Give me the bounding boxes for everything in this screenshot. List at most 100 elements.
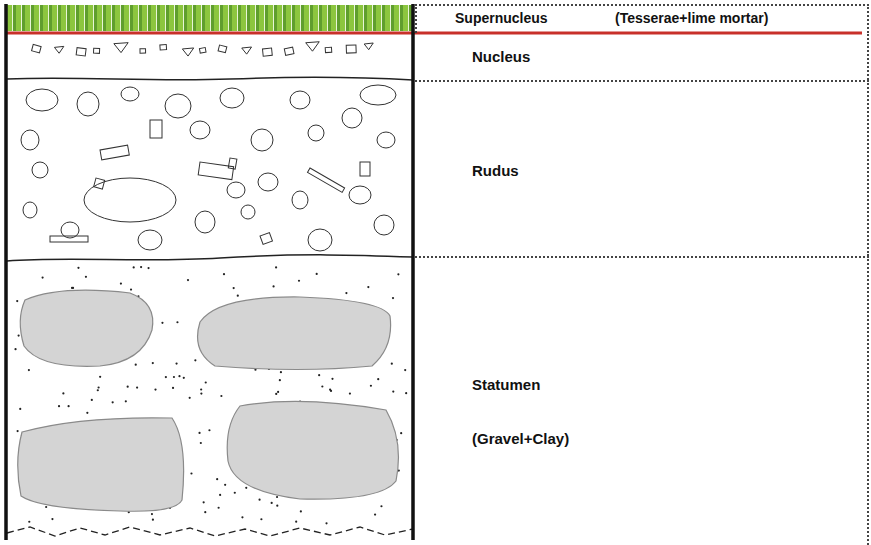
stone <box>292 191 308 209</box>
clay-dot <box>272 285 274 287</box>
fragment <box>182 48 193 56</box>
clay-dot <box>316 273 318 275</box>
clay-dot <box>152 362 154 364</box>
clay-dot <box>187 279 189 281</box>
clay-dot <box>298 280 300 282</box>
clay-dot <box>91 399 93 401</box>
section-wall <box>4 4 8 540</box>
clay-dot <box>233 287 235 289</box>
clay-dot <box>260 518 262 520</box>
stone <box>26 89 58 111</box>
clay-dot <box>14 348 16 350</box>
nucleus-fragments <box>32 42 374 56</box>
clay-dot <box>392 390 394 392</box>
clay-dot <box>173 376 175 378</box>
clay-dot <box>190 472 192 474</box>
clay-dot <box>17 430 19 432</box>
clay-dot <box>28 521 30 523</box>
clay-dot <box>258 499 260 501</box>
fragment <box>160 44 167 50</box>
stone <box>377 132 395 148</box>
clay-dot <box>194 359 196 361</box>
shard <box>228 158 237 169</box>
fragment <box>32 44 42 52</box>
stone <box>290 91 310 109</box>
clay-dot <box>135 364 137 366</box>
fragment <box>346 45 356 53</box>
stone <box>23 202 37 218</box>
clay-dot <box>295 521 297 523</box>
clay-dot <box>175 362 177 364</box>
layer-bottom <box>7 527 413 536</box>
clay-dot <box>154 389 156 391</box>
clay-dot <box>16 300 18 302</box>
clay-dot <box>321 385 323 387</box>
stone <box>241 205 255 219</box>
layer-band: Statumen(Gravel+Clay) <box>415 256 869 545</box>
clay-dot <box>99 376 101 378</box>
gravel-stone <box>198 297 391 370</box>
clay-dot <box>151 513 153 515</box>
shard <box>50 236 88 242</box>
stone <box>84 178 176 222</box>
clay-dot <box>397 273 399 275</box>
layer-material: (Tesserae+lime mortar) <box>615 10 768 27</box>
layer-boundary <box>7 255 413 261</box>
gravel-stone <box>227 401 398 499</box>
clay-dot <box>224 484 226 486</box>
layer-band: Nucleus <box>415 34 869 80</box>
fragment <box>242 47 252 54</box>
stone <box>138 230 162 250</box>
stone <box>190 121 210 139</box>
shard <box>308 168 345 192</box>
clay-dot <box>280 371 282 373</box>
clay-dot <box>176 321 178 323</box>
clay-dot <box>45 506 47 508</box>
clay-dot <box>172 387 174 389</box>
clay-dot <box>216 478 218 480</box>
clay-dot <box>28 369 30 371</box>
clay-dot <box>404 369 406 371</box>
clay-dot <box>241 516 243 518</box>
clay-dot <box>275 393 277 395</box>
clay-dot <box>165 376 167 378</box>
fragment <box>364 43 373 50</box>
gravel-stones <box>18 290 399 511</box>
clay-dot <box>127 386 129 388</box>
clay-dots <box>14 266 407 524</box>
clay-dot <box>276 505 278 507</box>
fragment <box>94 48 100 53</box>
clay-dot <box>200 442 202 444</box>
stone <box>360 85 396 105</box>
fragment <box>54 46 63 53</box>
shard <box>100 145 129 160</box>
clay-dot <box>405 392 407 394</box>
clay-dot <box>58 405 60 407</box>
clay-dot <box>325 522 327 524</box>
stone <box>258 173 278 191</box>
stone <box>308 229 332 251</box>
stone <box>77 92 99 116</box>
stone <box>32 162 48 178</box>
layer-band: Supernucleus (Tesserae+lime mortar) <box>415 4 869 33</box>
clay-dot <box>178 375 180 377</box>
shard <box>360 162 370 176</box>
gravel-stone <box>20 290 153 366</box>
clay-dot <box>51 518 53 520</box>
clay-dot <box>380 505 382 507</box>
clay-dot <box>223 273 225 275</box>
clay-dot <box>208 429 210 431</box>
clay-dot <box>147 267 149 269</box>
layer-name: Supernucleus <box>455 10 548 27</box>
clay-dot <box>392 297 394 299</box>
fragment <box>262 48 272 56</box>
clay-dot <box>136 387 138 389</box>
layer-boundary <box>7 77 413 80</box>
clay-dot <box>370 385 372 387</box>
clay-dot <box>331 378 333 380</box>
clay-dot <box>349 392 351 394</box>
clay-dot <box>345 292 347 294</box>
clay-dot <box>85 276 87 278</box>
clay-dot <box>400 432 402 434</box>
clay-dot <box>18 334 20 336</box>
